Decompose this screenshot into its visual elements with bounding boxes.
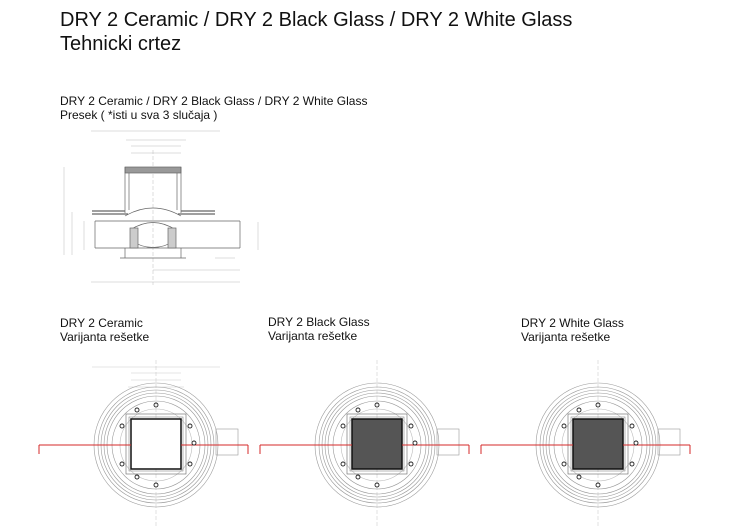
screw-hole — [374, 482, 380, 488]
grate — [351, 418, 403, 470]
screw-hole — [633, 440, 639, 446]
variant-label-white-glass: DRY 2 White Glass Varijanta rešetke — [521, 316, 624, 344]
screw-hole — [561, 423, 567, 429]
screw-hole — [374, 402, 380, 408]
screw-hole — [408, 423, 414, 429]
grate-frame-inner — [570, 416, 626, 472]
section-title: DRY 2 Ceramic / DRY 2 Black Glass / DRY … — [60, 94, 368, 108]
outlet-stub — [436, 428, 460, 456]
variant-subtitle: Varijanta rešetke — [60, 330, 150, 344]
screw-hole — [340, 461, 346, 467]
plan-view — [259, 360, 470, 528]
screw-hole — [595, 402, 601, 408]
screw-hole — [355, 407, 361, 413]
variant-subtitle: Varijanta rešetke — [268, 329, 358, 343]
variant-name: DRY 2 White Glass — [521, 316, 624, 330]
variant-label-black-glass: DRY 2 Black Glass Varijanta rešetke — [268, 315, 370, 343]
screw-hole — [629, 461, 635, 467]
screw-hole — [191, 440, 197, 446]
grate-frame — [567, 413, 629, 475]
screw-hole — [561, 461, 567, 467]
screw-hole — [576, 407, 582, 413]
page-title: DRY 2 Ceramic / DRY 2 Black Glass / DRY … — [60, 8, 572, 56]
screw-hole — [355, 474, 361, 480]
screw-hole — [153, 482, 159, 488]
screw-hole — [629, 423, 635, 429]
section-marker — [259, 445, 470, 454]
plan-view — [480, 360, 691, 528]
section-view — [63, 130, 259, 285]
variant-name: DRY 2 Ceramic — [60, 316, 143, 330]
screw-hole — [576, 474, 582, 480]
grate-frame — [125, 413, 187, 475]
outlet-stub — [215, 428, 239, 456]
variant-label-ceramic: DRY 2 Ceramic Varijanta rešetke — [60, 316, 149, 344]
variant-name: DRY 2 Black Glass — [268, 315, 370, 329]
screw-hole — [340, 423, 346, 429]
screw-hole — [595, 482, 601, 488]
subtitle-line: Tehnicki crtez — [60, 33, 182, 55]
section-subtitle: Presek ( *isti u sva 3 slučaja ) — [60, 108, 218, 122]
screw-hole — [412, 440, 418, 446]
screw-hole — [134, 474, 140, 480]
section-heading: DRY 2 Ceramic / DRY 2 Black Glass / DRY … — [60, 94, 367, 122]
screw-hole — [119, 461, 125, 467]
plan-view — [38, 360, 249, 528]
screw-hole — [408, 461, 414, 467]
seal — [129, 227, 139, 249]
grate-frame — [346, 413, 408, 475]
section-marker — [480, 445, 691, 454]
screw-hole — [119, 423, 125, 429]
screw-hole — [187, 461, 193, 467]
plan-views — [38, 360, 691, 528]
screw-hole — [187, 423, 193, 429]
grate — [130, 418, 182, 470]
drain-bottom — [120, 248, 186, 259]
screw-hole — [134, 407, 140, 413]
title-line: DRY 2 Ceramic / DRY 2 Black Glass / DRY … — [60, 9, 573, 31]
seal — [167, 227, 177, 249]
grate-frame-inner — [128, 416, 184, 472]
variant-subtitle: Varijanta rešetke — [521, 330, 611, 344]
flange — [92, 210, 215, 215]
screw-hole — [153, 402, 159, 408]
section-marker — [38, 445, 249, 454]
pipe — [94, 220, 241, 249]
dimension-lines — [63, 130, 259, 285]
drain-body — [124, 167, 182, 213]
grate-frame-inner — [349, 416, 405, 472]
grate-section — [124, 166, 182, 174]
outlet-stub — [657, 428, 681, 456]
grate — [572, 418, 624, 470]
